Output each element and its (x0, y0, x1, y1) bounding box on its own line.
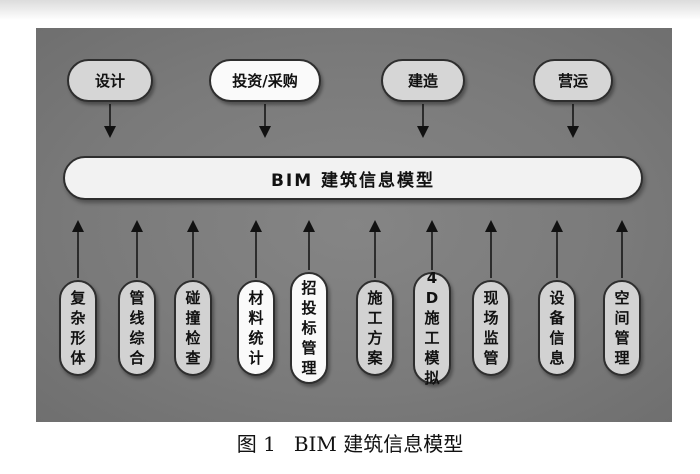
pill-label: 碰撞检查 (185, 289, 201, 367)
pill-4d-simulation: 4D施工模拟 (413, 269, 451, 387)
pill-label: 设备信息 (549, 289, 565, 367)
pill-equipment-info: 设备信息 (538, 280, 576, 376)
pill-site-supervision: 现场监管 (472, 280, 510, 376)
caption-number: 图 1 (236, 432, 276, 456)
arrows-layer (72, 104, 628, 278)
pill-label: 施工方案 (367, 289, 383, 367)
box-construction-label: 建造 (407, 72, 438, 90)
diagram-panel: 设计 投资/采购 建造 营运 BIM 建筑信息模型 复杂形体 管线综合 碰撞检查… (36, 28, 672, 422)
pill-label: 4D施工模拟 (424, 269, 440, 387)
pill-label: 空间管理 (614, 289, 630, 367)
box-construction: 建造 (381, 59, 465, 102)
box-investment-procurement: 投资/采购 (209, 59, 321, 102)
bim-model-bar: BIM 建筑信息模型 (63, 156, 643, 200)
pill-label: 现场监管 (483, 289, 499, 367)
pill-label: 管线综合 (129, 289, 145, 367)
pill-pipeline-integration: 管线综合 (118, 280, 156, 376)
caption-title: BIM 建筑信息模型 (293, 432, 464, 456)
box-operation-label: 营运 (557, 72, 588, 90)
bim-model-label: BIM 建筑信息模型 (270, 170, 436, 191)
figure-caption: 图 1 BIM 建筑信息模型 (0, 428, 700, 457)
box-operation: 营运 (533, 59, 613, 102)
pill-label: 招投标管理 (301, 279, 317, 377)
pill-bidding-management: 招投标管理 (290, 272, 328, 384)
pill-clash-detection: 碰撞检查 (174, 280, 212, 376)
pill-material-statistics: 材料统计 (237, 280, 275, 376)
pill-complex-form: 复杂形体 (59, 280, 97, 376)
pill-space-management: 空间管理 (603, 280, 641, 376)
top-band (0, 0, 700, 20)
box-design-label: 设计 (94, 72, 125, 90)
box-design: 设计 (67, 59, 153, 102)
pill-label: 材料统计 (248, 289, 264, 367)
pill-label: 复杂形体 (70, 289, 86, 367)
box-investment-label: 投资/采购 (232, 72, 298, 90)
pill-construction-plan: 施工方案 (356, 280, 394, 376)
